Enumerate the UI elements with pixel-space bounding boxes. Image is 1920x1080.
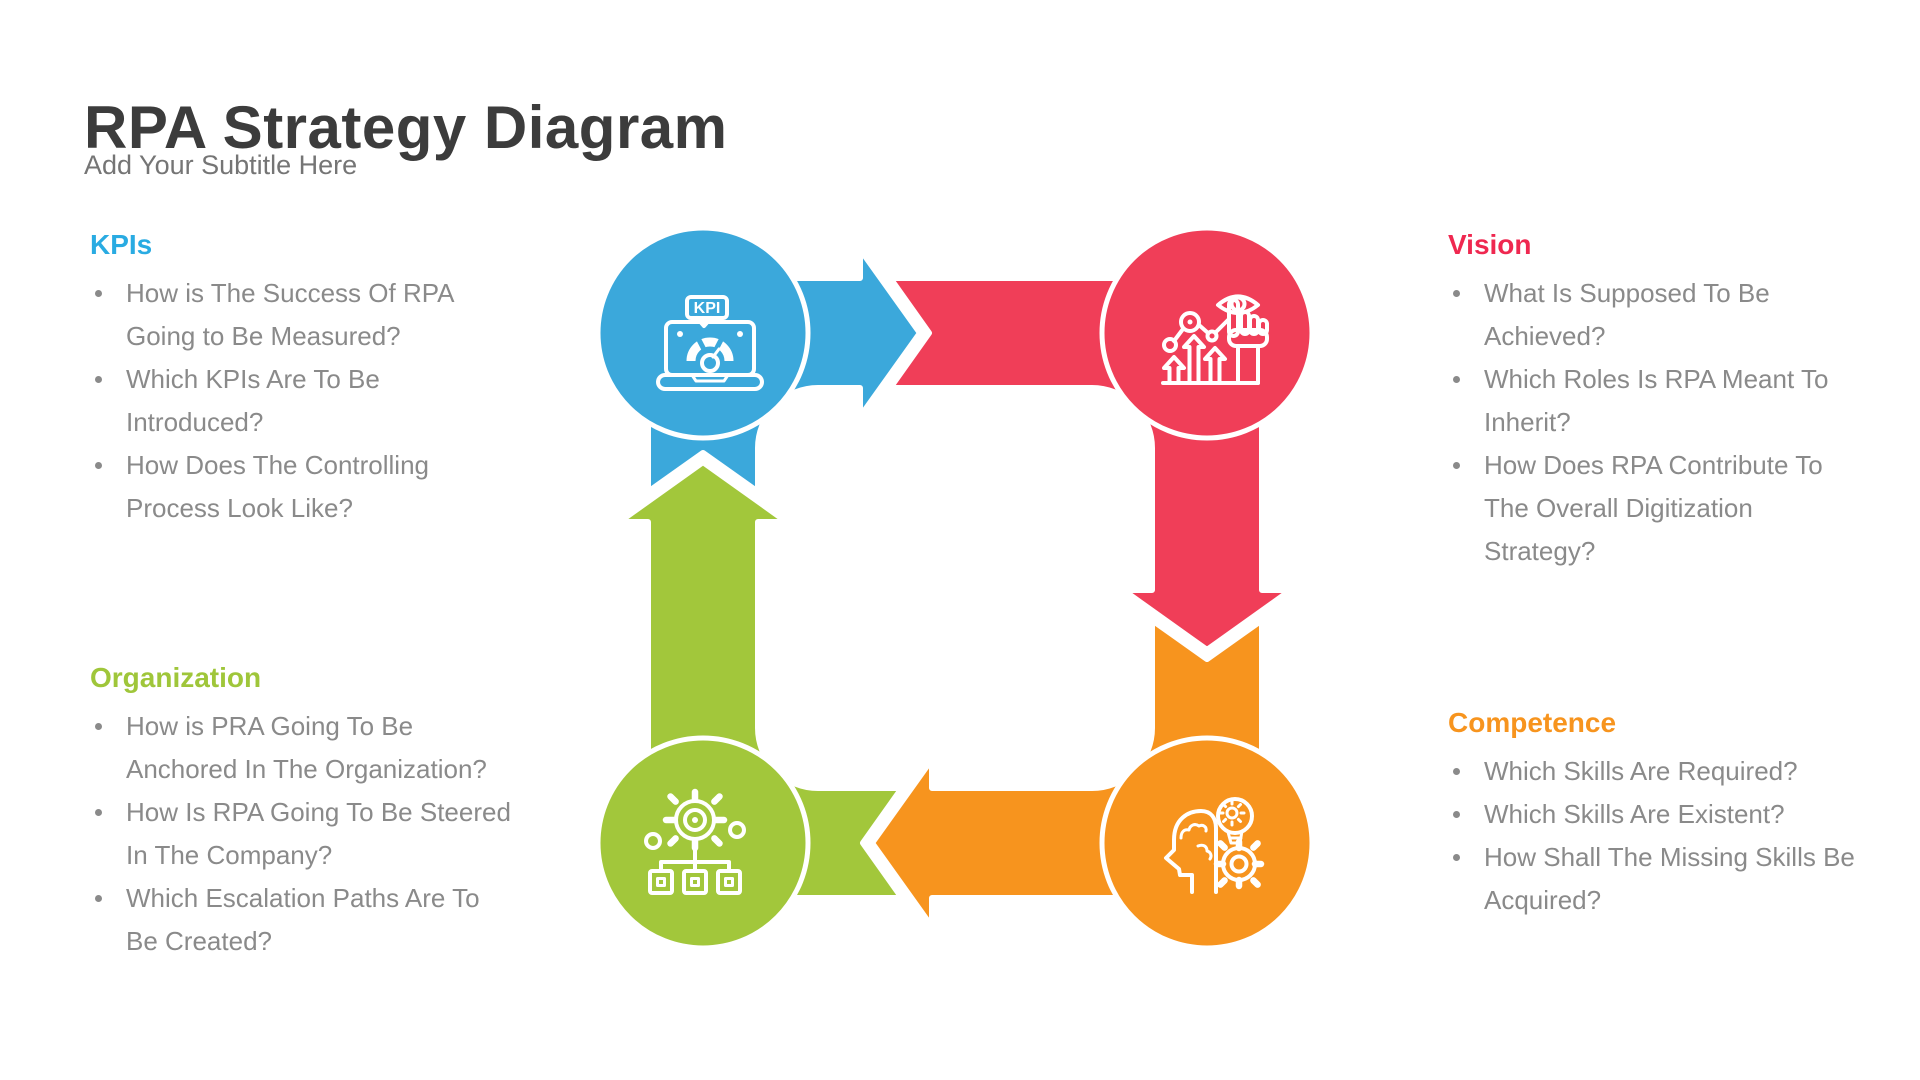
bullet-dot: [95, 895, 102, 902]
bullet-line: Be Created?: [126, 926, 272, 956]
page-subtitle: Add Your Subtitle Here: [84, 150, 358, 180]
bullet-line: Anchored In The Organization?: [126, 754, 487, 784]
bullet-dot: [95, 290, 102, 297]
bullet-item: Which Roles Is RPA Meant To Inherit?: [1448, 358, 1878, 444]
bullet-dot: [95, 723, 102, 730]
bullet-item: What Is Supposed To Be Achieved?: [1448, 272, 1878, 358]
bullet-line: How is PRA Going To Be: [126, 711, 414, 741]
bullet-item: How Is RPA Going To Be Steered In The Co…: [90, 791, 520, 877]
competence-head-gears-lightbulb-icon: [1164, 797, 1265, 894]
bullet-item: Which Escalation Paths Are To Be Created…: [90, 877, 520, 963]
bullet-line: Which Roles Is RPA Meant To: [1484, 364, 1829, 394]
section-competence-bullets: Which Skills Are Required? Which Skills …: [1448, 750, 1878, 922]
bullet-line: Achieved?: [1484, 321, 1606, 351]
organization-gear-hierarchy-icon: [644, 788, 746, 895]
bullet-line: Acquired?: [1484, 885, 1602, 915]
bullet-item: How Does The Controlling Process Look Li…: [90, 444, 520, 530]
node-circle-competence: [1099, 735, 1315, 951]
bullet-dot: [1453, 854, 1460, 861]
section-organization: Organization How is PRA Going To Be Anch…: [90, 663, 520, 963]
bullet-item: How is The Success Of RPA Going to Be Me…: [90, 272, 520, 358]
section-kpis-bullets: How is The Success Of RPA Going to Be Me…: [90, 272, 520, 530]
bullet-line: Going to Be Measured?: [126, 321, 401, 351]
bullet-dot: [1453, 811, 1460, 818]
bullet-line: Inherit?: [1484, 407, 1571, 437]
section-kpis-heading: KPIs: [90, 229, 153, 260]
bullet-dot: [1453, 376, 1460, 383]
bullet-line: Process Look Like?: [126, 493, 353, 523]
section-vision: Vision What Is Supposed To Be Achieved? …: [1448, 230, 1878, 573]
bullet-line: How Does The Controlling: [126, 450, 429, 480]
bullet-line: How is The Success Of RPA: [126, 278, 455, 308]
bullet-line: How Shall The Missing Skills Be: [1484, 842, 1855, 872]
bullet-line: How Does RPA Contribute To: [1484, 450, 1823, 480]
bullet-line: How Is RPA Going To Be Steered: [126, 797, 511, 827]
bullet-line: Which Skills Are Required?: [1484, 756, 1798, 786]
bullet-item: Which KPIs Are To Be Introduced?: [90, 358, 520, 444]
section-kpis: KPIs How is The Success Of RPA Going to …: [90, 230, 520, 530]
section-vision-heading: Vision: [1448, 229, 1532, 260]
bullet-line: Which Escalation Paths Are To: [126, 883, 480, 913]
bullet-line: Which Skills Are Existent?: [1484, 799, 1785, 829]
bullet-line: Strategy?: [1484, 536, 1596, 566]
bullet-dot: [1453, 462, 1460, 469]
section-competence-heading: Competence: [1448, 707, 1617, 738]
bullet-item: Which Skills Are Required?: [1448, 750, 1878, 793]
bullet-item: Which Skills Are Existent?: [1448, 793, 1878, 836]
bullet-line: What Is Supposed To Be: [1484, 278, 1770, 308]
bullet-item: How is PRA Going To Be Anchored In The O…: [90, 705, 520, 791]
vision-eye-hand-growth-chart-icon: [1161, 294, 1269, 385]
bullet-dot: [1453, 290, 1460, 297]
page-title: RPA Strategy Diagram: [84, 94, 728, 162]
bullet-item: How Shall The Missing Skills Be Acquired…: [1448, 836, 1878, 922]
kpi-laptop-gauge-icon: KPI: [656, 295, 764, 391]
bullet-line: The Overall Digitization: [1484, 493, 1753, 523]
section-organization-bullets: How is PRA Going To Be Anchored In The O…: [90, 705, 520, 963]
bullet-line: Introduced?: [126, 407, 264, 437]
node-circle-kpis: [595, 225, 811, 441]
bullet-dot: [1453, 768, 1460, 775]
bullet-dot: [95, 376, 102, 383]
bullet-line: In The Company?: [126, 840, 333, 870]
bullet-dot: [95, 462, 102, 469]
bullet-dot: [95, 809, 102, 816]
section-vision-bullets: What Is Supposed To Be Achieved? Which R…: [1448, 272, 1878, 573]
section-organization-heading: Organization: [90, 662, 262, 693]
svg-text:KPI: KPI: [694, 300, 721, 317]
bullet-item: How Does RPA Contribute To The Overall D…: [1448, 444, 1878, 573]
bullet-line: Which KPIs Are To Be: [126, 364, 380, 394]
node-circle-organization: [595, 735, 811, 951]
section-competence: Competence Which Skills Are Required? Wh…: [1448, 708, 1878, 922]
